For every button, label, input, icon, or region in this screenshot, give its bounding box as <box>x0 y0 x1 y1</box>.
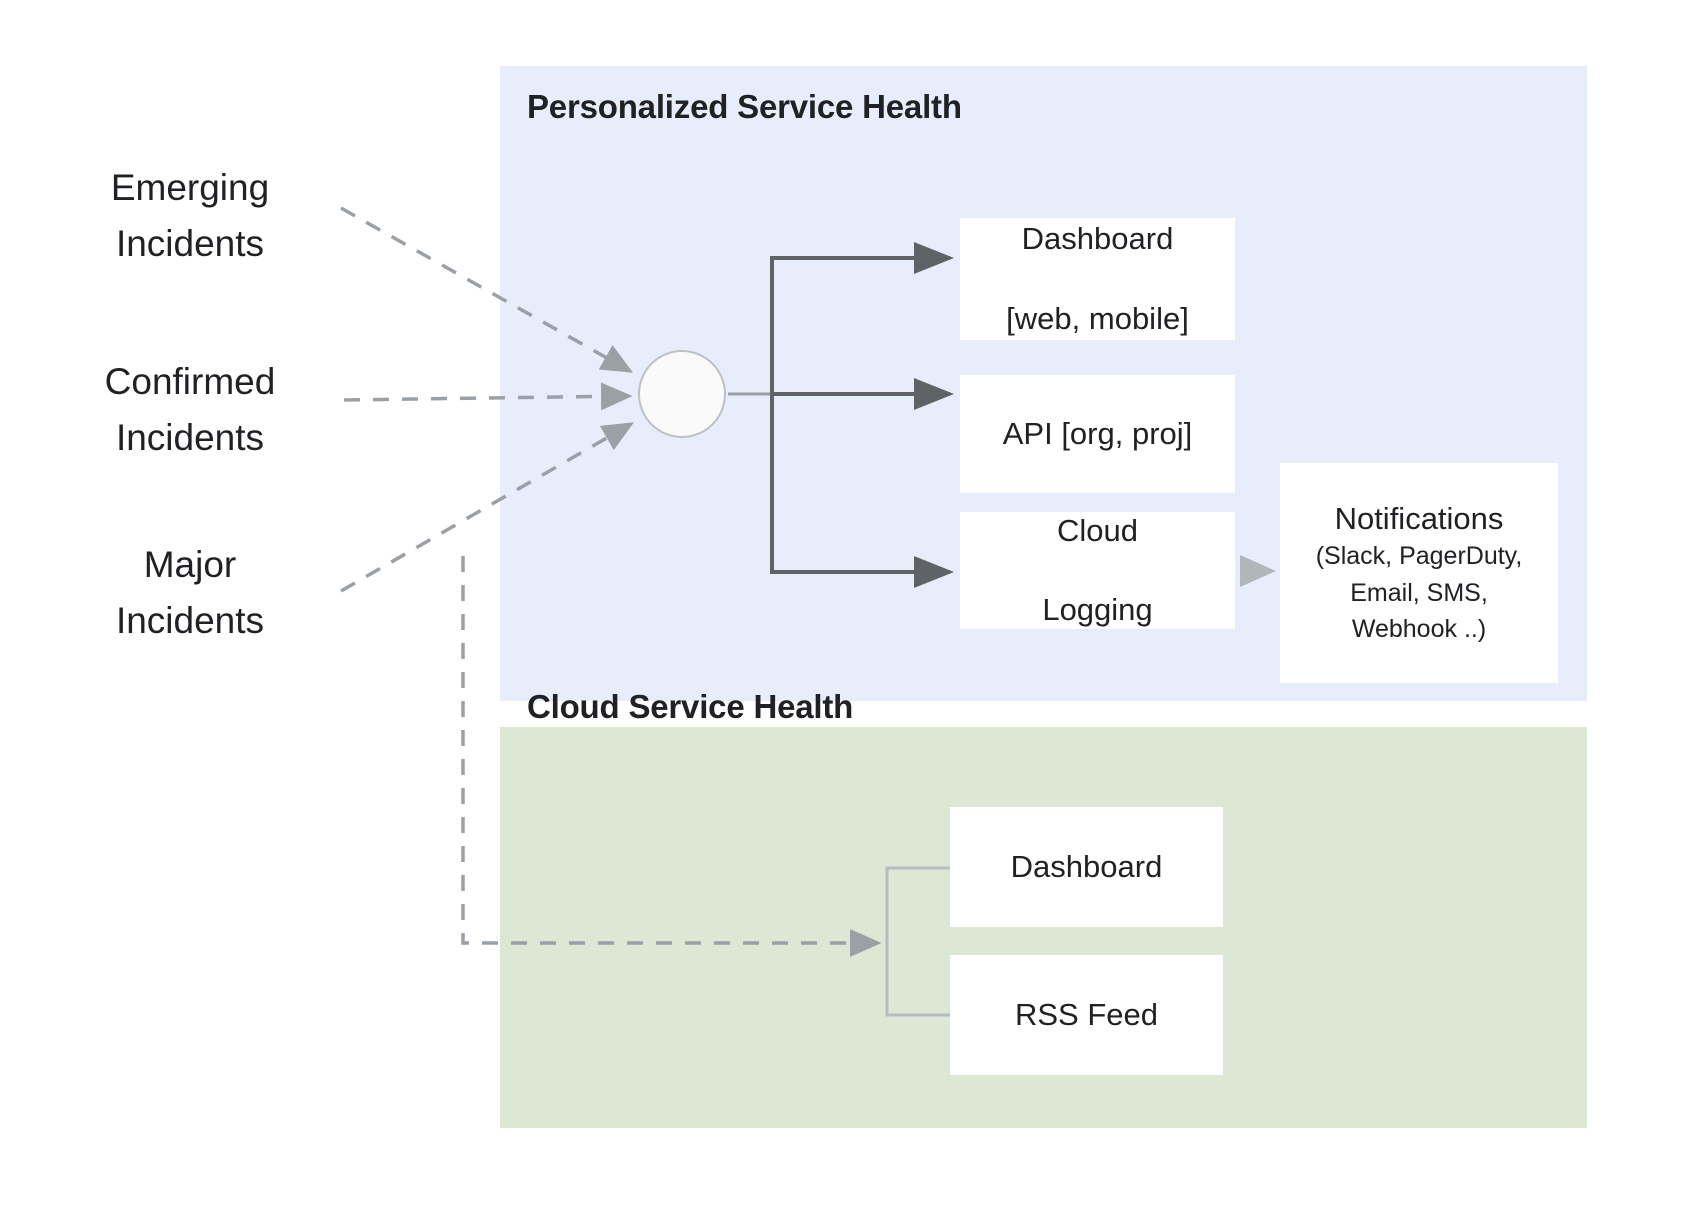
node-cloud-logging[interactable]: Cloud Logging <box>960 512 1235 629</box>
node-rss-feed[interactable]: RSS Feed <box>950 955 1223 1075</box>
csh-dashboard-label: Dashboard <box>1010 849 1163 885</box>
emerging-incidents-line2: Incidents <box>115 222 265 264</box>
api-label: API [org, proj] <box>1002 416 1193 452</box>
major-incidents-line1: Major <box>143 544 237 585</box>
aggregation-node-circle <box>638 350 726 438</box>
rss-feed-label: RSS Feed <box>1014 997 1158 1033</box>
notifications-line2: Email, SMS, <box>1350 578 1488 607</box>
emerging-incidents-line1: Emerging <box>110 167 270 208</box>
confirmed-incidents-line2: Incidents <box>115 416 265 458</box>
cloud-service-health-title: Cloud Service Health <box>527 688 854 725</box>
cloud-logging-line1: Cloud <box>1057 513 1138 548</box>
notifications-line3: Webhook ..) <box>1351 614 1487 643</box>
dashboard-web-line2: [web, mobile] <box>1006 300 1189 336</box>
input-label-emerging-incidents: Emerging Incidents <box>40 160 340 271</box>
dashboard-web-line1: Dashboard <box>1021 221 1174 257</box>
major-incidents-line2: Incidents <box>115 599 265 641</box>
notifications-line1: (Slack, PagerDuty, <box>1315 542 1523 571</box>
node-csh-dashboard[interactable]: Dashboard <box>950 807 1223 927</box>
cloud-logging-line2: Logging <box>1042 592 1153 628</box>
input-label-major-incidents: Major Incidents <box>40 537 340 648</box>
notifications-title: Notifications <box>1334 500 1504 536</box>
personalized-service-health-title: Personalized Service Health <box>527 88 962 125</box>
node-notifications[interactable]: Notifications (Slack, PagerDuty, Email, … <box>1280 463 1558 683</box>
input-label-confirmed-incidents: Confirmed Incidents <box>40 354 340 465</box>
node-dashboard-web-mobile[interactable]: Dashboard [web, mobile] <box>960 218 1235 340</box>
node-api-org-proj[interactable]: API [org, proj] <box>960 375 1235 493</box>
confirmed-incidents-line1: Confirmed <box>104 361 276 402</box>
